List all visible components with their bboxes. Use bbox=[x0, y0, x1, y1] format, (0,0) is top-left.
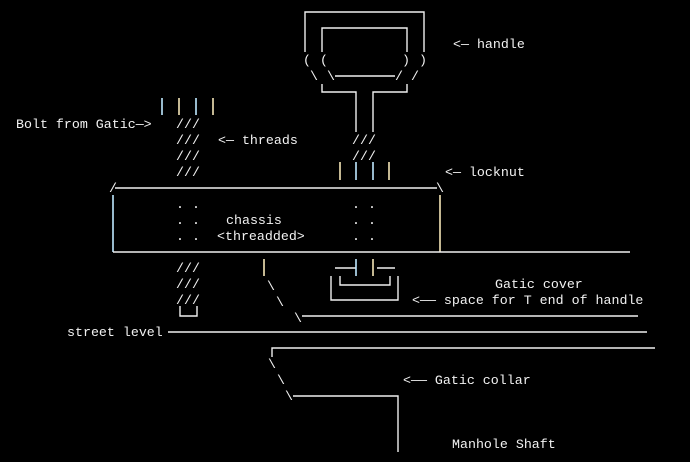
label-locknut: <— locknut bbox=[445, 165, 525, 180]
cover-slope: \ bbox=[276, 295, 284, 310]
chassis-dots: . . bbox=[176, 229, 200, 244]
bolt-thread: /// bbox=[176, 165, 200, 180]
handle-paren: ( bbox=[303, 53, 311, 68]
locknut bbox=[339, 162, 390, 180]
label-space-for-t-end: <—— space for T end of handle bbox=[412, 293, 643, 308]
bolt-thread: /// bbox=[176, 277, 200, 292]
label-handle: <— handle bbox=[453, 37, 525, 52]
gatic-collar: \ \ \ bbox=[268, 347, 655, 452]
chassis: / \ . . . . . . . . . . . . chassis <thr… bbox=[109, 181, 630, 253]
chassis-dots: . . bbox=[176, 197, 200, 212]
handle-paren: ) bbox=[419, 53, 427, 68]
label-threads: <— threads bbox=[218, 133, 298, 148]
bolt-thread: /// bbox=[176, 261, 200, 276]
chassis-dots: . . bbox=[176, 213, 200, 228]
collar-slope: \ bbox=[285, 389, 293, 404]
collar-slope: \ bbox=[268, 357, 276, 372]
chassis-dots: . . bbox=[352, 229, 376, 244]
chassis-corner: \ bbox=[436, 181, 444, 196]
handle-thread: /// bbox=[352, 133, 376, 148]
bolt: /// /// /// /// /// /// /// bbox=[161, 98, 214, 317]
handle-paren: ) bbox=[402, 53, 410, 68]
bolt-thread: /// bbox=[176, 149, 200, 164]
chassis-dots: . . bbox=[352, 213, 376, 228]
label-street-level: street level bbox=[67, 325, 163, 340]
gatic-cover: \ \ \ bbox=[263, 259, 638, 326]
label-bolt: Bolt from Gatic—> bbox=[16, 117, 152, 132]
handle-paren: ( bbox=[320, 53, 328, 68]
label-threadded: <threadded> bbox=[217, 229, 305, 244]
label-manhole-shaft: Manhole Shaft bbox=[452, 437, 556, 452]
cover-slope: \ bbox=[294, 311, 302, 326]
bolt-thread: /// bbox=[176, 117, 200, 132]
handle: ( ( ) ) \ \ / / /// /// bbox=[303, 11, 427, 164]
label-gatic-collar: <—— Gatic collar bbox=[403, 373, 531, 388]
chassis-corner: / bbox=[109, 181, 117, 196]
chassis-dots: . . bbox=[352, 197, 376, 212]
handle-curve: \ bbox=[327, 69, 335, 84]
collar-slope: \ bbox=[277, 373, 285, 388]
cover-slope: \ bbox=[267, 279, 275, 294]
bolt-thread: /// bbox=[176, 133, 200, 148]
handle-thread: /// bbox=[352, 149, 376, 164]
label-chassis: chassis bbox=[226, 213, 282, 228]
handle-curve: / bbox=[395, 69, 403, 84]
bolt-thread: /// bbox=[176, 293, 200, 308]
label-gatic-cover: Gatic cover bbox=[495, 277, 583, 292]
handle-curve: \ bbox=[310, 69, 318, 84]
handle-curve: / bbox=[411, 69, 419, 84]
